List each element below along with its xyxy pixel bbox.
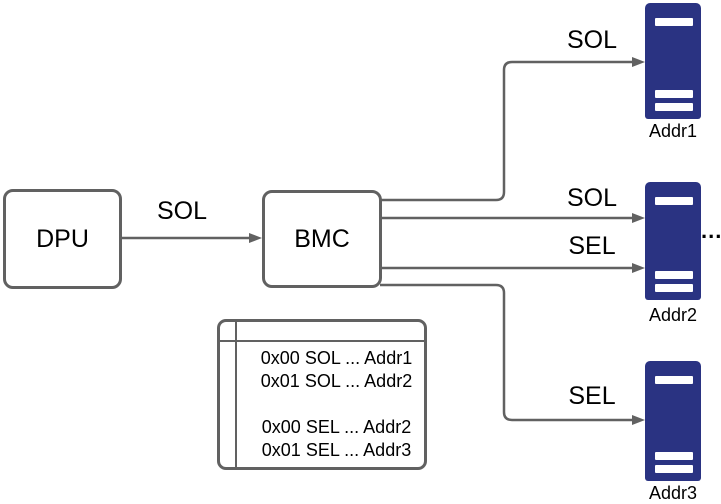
server-slot [655,103,693,111]
server-label-addr2: Addr2 [648,305,698,325]
bmc-label: BMC [294,224,350,253]
table-row: 0x00 SEL ... Addr2 [261,417,412,437]
server-slot [655,284,693,292]
table-row: 0x01 SEL ... Addr3 [261,440,412,460]
server-label-addr3: Addr3 [648,483,698,503]
table-row: 0x01 SOL ... Addr2 [260,371,413,391]
table-row [249,393,424,416]
dpu-label: DPU [36,224,89,253]
server-slot [655,18,693,26]
mapping-table-left-column-divider [235,322,237,467]
edge-label-bmc-to-addr2-sel: SEL [568,232,616,260]
server-slot [655,465,693,473]
mapping-table: 0x00 SOL ... Addr1 0x01 SOL ... Addr2 0x… [217,319,427,470]
edge-label-bmc-to-addr2-sol: SOL [566,184,618,212]
table-row: 0x00 SOL ... Addr1 [260,348,413,368]
edge-label-dpu-to-bmc: SOL [156,197,208,225]
server-slot [655,271,693,279]
mapping-table-header-divider [220,340,424,342]
edge-label-bmc-to-addr1: SOL [566,26,618,54]
dpu-node: DPU [3,189,122,289]
bmc-node: BMC [262,190,382,288]
server-icon-addr3 [645,361,701,481]
server-icon-addr2 [645,182,701,300]
mapping-table-body: 0x00 SOL ... Addr1 0x01 SOL ... Addr2 0x… [237,342,424,467]
edge-bmc-to-addr3 [380,283,645,425]
more-servers-ellipsis: ... [701,218,721,243]
edge-bmc-to-addr1 [380,57,645,202]
server-slot [655,452,693,460]
server-slot [655,90,693,98]
server-slot [655,197,693,205]
server-label-addr1: Addr1 [648,121,698,141]
server-icon-addr1 [645,3,701,119]
server-slot [655,376,693,384]
edge-label-bmc-to-addr3: SEL [568,382,616,410]
